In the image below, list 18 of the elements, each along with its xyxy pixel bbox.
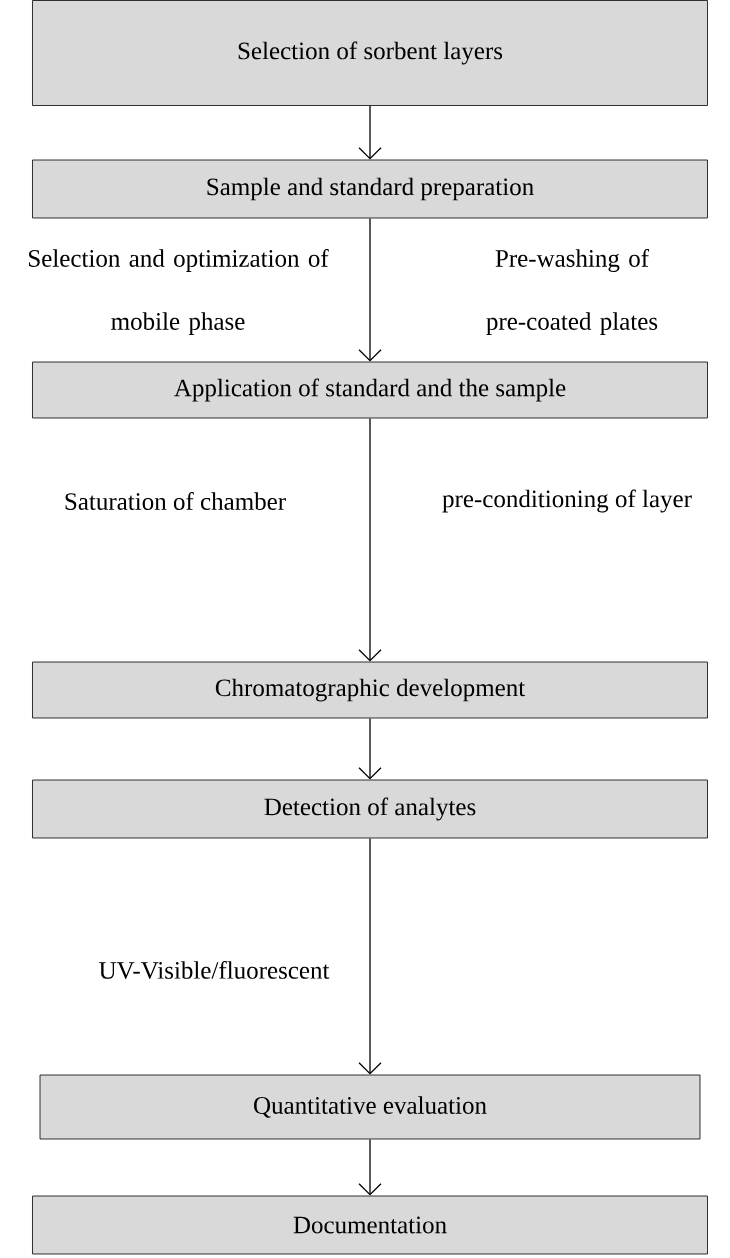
arrow (358, 1138, 382, 1196)
arrow (358, 105, 382, 160)
arrow (358, 837, 382, 1075)
process-box: Chromatographic development (32, 661, 708, 719)
step-label: UV-Visible/fluorescent (99, 961, 330, 979)
arrow (358, 417, 382, 662)
process-box: Detection of analytes (32, 779, 708, 839)
process-box: Documentation (32, 1195, 708, 1255)
arrow (358, 717, 382, 780)
process-box: Application of standard and the sample (32, 361, 708, 419)
process-box: Sample and standard preparation (32, 159, 708, 219)
step-label: Pre-washing of pre-coated plates (486, 249, 658, 335)
process-box: Quantitative evaluation (39, 1074, 701, 1140)
step-label: Selection and optimization of mobile phase (29, 249, 329, 335)
step-label: pre-conditioning of layer (442, 489, 692, 513)
process-box: Selection of sorbent layers (32, 0, 708, 106)
step-label: Saturation of chamber (65, 492, 286, 510)
arrow (358, 217, 382, 362)
